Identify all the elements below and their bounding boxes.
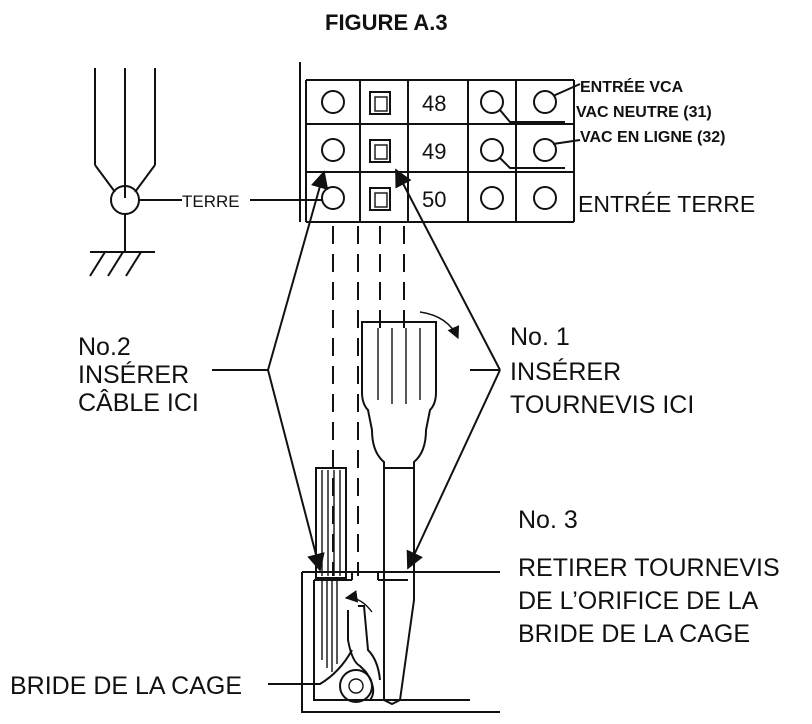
terminal-block [299, 62, 581, 576]
label-vac-line: VAC EN LIGNE (32) [580, 129, 726, 146]
step2-line2: CÂBLE ICI [78, 388, 199, 417]
label-vac-neutral: VAC NEUTRE (31) [576, 104, 712, 121]
ground-label: TERRE [182, 192, 240, 211]
step3-line2: DE L’ORIFICE DE LA [518, 587, 759, 615]
ground-symbol [89, 68, 322, 277]
step2-line1: INSÉRER [78, 360, 189, 389]
terminal-number-48: 48 [422, 91, 446, 116]
step1-line1: INSÉRER [510, 357, 621, 386]
step1-line2: TOURNEVIS ICI [510, 391, 694, 419]
terminal-number-49: 49 [422, 139, 446, 164]
step2-number: No.2 [78, 333, 131, 361]
pointer-arrows [212, 168, 501, 685]
screwdriver [361, 311, 460, 706]
cage-clamp-label: BRIDE DE LA CAGE [10, 672, 242, 700]
cage-clamp [301, 571, 500, 713]
step1-number: No. 1 [510, 323, 570, 351]
label-vac-input: ENTRÉE VCA [580, 77, 684, 96]
label-ground-input: ENTRÉE TERRE [578, 191, 755, 217]
terminal-number-50: 50 [422, 187, 446, 212]
step3-line3: BRIDE DE LA CAGE [518, 620, 750, 648]
step3-line1: RETIRER TOURNEVIS [518, 554, 780, 582]
step3-number: No. 3 [518, 506, 578, 534]
cable [315, 467, 347, 579]
figure-title: FIGURE A.3 [325, 10, 448, 35]
